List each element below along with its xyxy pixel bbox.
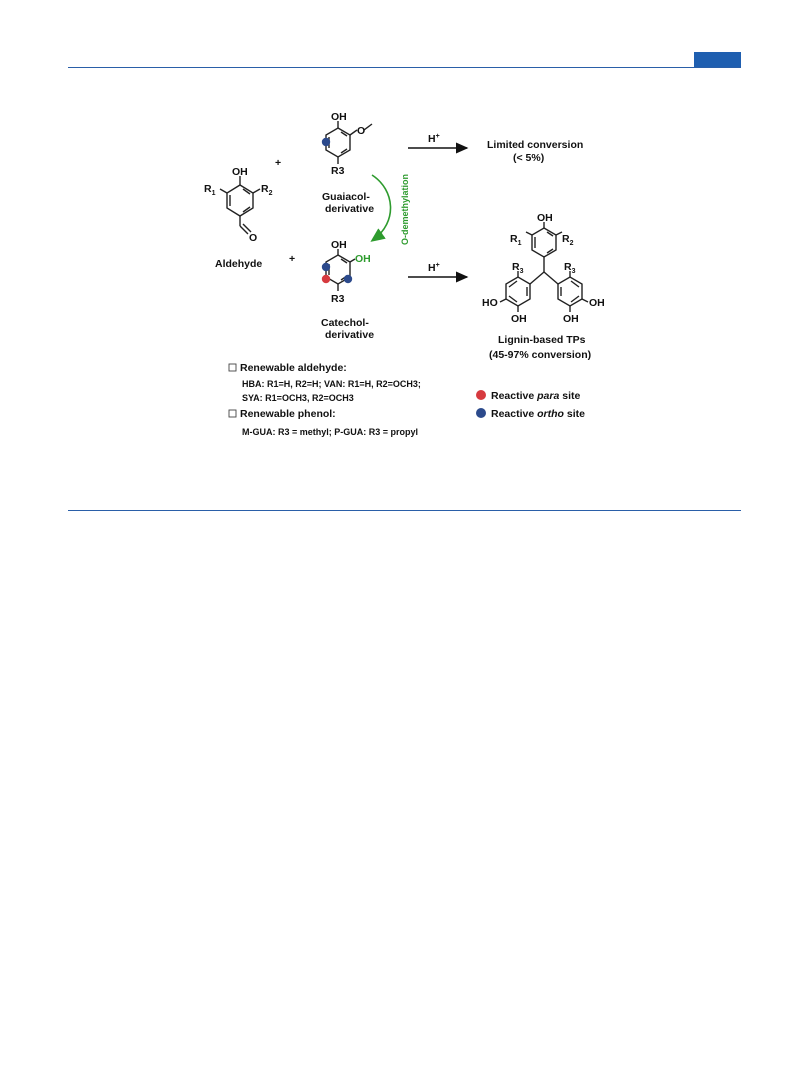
catechol-structure: OH OH R3 xyxy=(321,239,371,305)
header-tab xyxy=(694,52,741,67)
aldehyde-oh: OH xyxy=(232,166,248,178)
aldehyde-r2: R2 xyxy=(261,183,273,197)
guaiacol-structure: OH O R3 xyxy=(321,111,373,177)
odemethylation-label: O-demethylation xyxy=(400,174,410,245)
legend-para: Reactive para site xyxy=(491,390,580,402)
aldehyde-structure: OH R1 R2 O xyxy=(204,166,273,244)
legend-aldehyde-header: Renewable aldehyde: xyxy=(240,362,347,374)
guaiacol-ortho-site xyxy=(321,137,331,147)
catechol-ortho-site-right xyxy=(343,274,353,284)
catechol-para-site xyxy=(321,274,331,284)
catechol-oh-green: OH xyxy=(355,253,371,265)
acid-bottom: H+ xyxy=(428,262,440,274)
para-site-dot xyxy=(476,390,486,400)
catechol-oh-top: OH xyxy=(331,239,347,251)
guaiacol-label-2: derivative xyxy=(325,203,374,215)
guaiacol-oh: OH xyxy=(331,111,347,123)
acid-top: H+ xyxy=(428,133,440,145)
product-ho-left: HO xyxy=(482,297,498,309)
aldehyde-label: Aldehyde xyxy=(215,258,262,270)
product-conversion: (45-97% conversion) xyxy=(489,349,591,361)
legend-ortho: Reactive ortho site xyxy=(491,408,585,420)
bottom-rule xyxy=(68,510,741,511)
guaiacol-r3: R3 xyxy=(331,165,345,177)
triphenylmethane-structure: OH R1 R2 R3 R3 HO OH OH OH xyxy=(482,212,605,325)
aldehyde-box-icon xyxy=(228,363,237,372)
product-oh-right: OH xyxy=(589,297,605,309)
legend-phenol-header: Renewable phenol: xyxy=(240,408,336,420)
product-r3-left: R3 xyxy=(512,261,524,275)
guaiacol-o: O xyxy=(357,125,365,137)
product-r2: R2 xyxy=(562,233,574,247)
legend-aldehyde-line2: SYA: R1=OCH3, R2=OCH3 xyxy=(242,393,354,403)
limited-conversion-label: Limited conversion xyxy=(487,139,583,151)
aldehyde-o: O xyxy=(249,232,257,244)
odemethylation-arrow xyxy=(370,174,392,242)
catechol-r3: R3 xyxy=(331,293,345,305)
product-r1: R1 xyxy=(510,233,522,247)
legend-phenol-line1: M-GUA: R3 = methyl; P-GUA: R3 = propyl xyxy=(242,427,418,437)
product-label: Lignin-based TPs xyxy=(498,334,586,346)
legend: Renewable aldehyde: HBA: R1=H, R2=H; VAN… xyxy=(228,362,585,437)
top-rule xyxy=(68,67,741,68)
ortho-site-dot xyxy=(476,408,486,418)
catechol-ortho-site-left xyxy=(321,262,331,272)
legend-aldehyde-line1: HBA: R1=H, R2=H; VAN: R1=H, R2=OCH3; xyxy=(242,379,421,389)
limited-conversion-value: (< 5%) xyxy=(513,152,544,164)
product-oh-bottom-right: OH xyxy=(563,313,579,325)
plus-sign-bottom: + xyxy=(289,253,295,265)
aldehyde-r1: R1 xyxy=(204,183,216,197)
phenol-box-icon xyxy=(228,409,237,418)
guaiacol-label-1: Guaiacol- xyxy=(322,191,370,203)
catechol-label-2: derivative xyxy=(325,329,374,341)
plus-sign-top: + xyxy=(275,157,281,169)
catechol-label-1: Catechol- xyxy=(321,317,369,329)
product-oh-bottom-left: OH xyxy=(511,313,527,325)
product-oh-top: OH xyxy=(537,212,553,224)
product-r3-right: R3 xyxy=(564,261,576,275)
